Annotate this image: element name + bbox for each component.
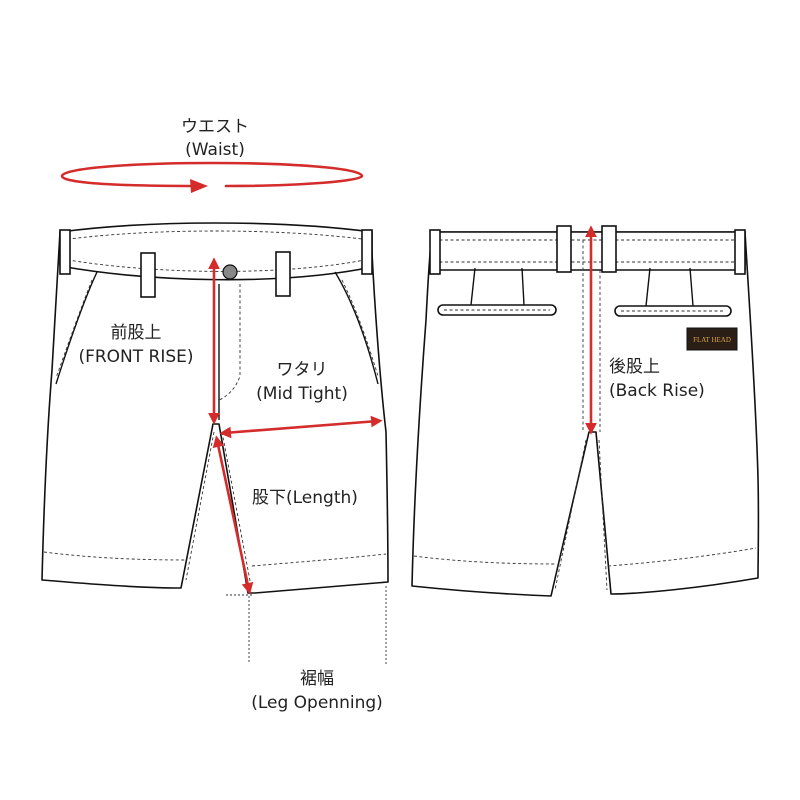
leg-opening-label-en: (Leg Openning) [251, 693, 383, 713]
back-rise-label-jp: 後股上 [609, 357, 660, 377]
inseam-length-arrow [212, 435, 254, 595]
belt-loop [59, 229, 71, 275]
waist-label-jp: ウエスト [181, 117, 249, 137]
back-rise-label-en: (Back Rise) [609, 381, 705, 401]
belt-loop [429, 229, 441, 275]
front-rise-label-en: (FRONT RISE) [78, 347, 194, 367]
belt-loop [140, 252, 156, 298]
length-label: 股下(Length) [252, 488, 358, 508]
left-pocket [55, 271, 98, 385]
belt-loop [275, 251, 291, 297]
brand-label-text: FLAT HEAD [693, 336, 731, 344]
belt-loop [361, 229, 373, 275]
mid-thigh-arrow [219, 415, 383, 439]
belt-loop [734, 229, 746, 275]
back-pocket-right [614, 267, 732, 317]
waist-measure-ellipse [60, 161, 364, 193]
back-view-shorts: FLAT HEAD [411, 225, 760, 597]
leg-opening-guides [226, 586, 387, 664]
back-waistband [431, 231, 746, 271]
front-rise-label-jp: 前股上 [110, 323, 162, 343]
brand-label-patch: FLAT HEAD [686, 327, 738, 351]
leg-opening-label-jp: 裾幅 [300, 669, 334, 689]
belt-loop [601, 225, 617, 273]
mid-thigh-label-jp: ワタリ [276, 360, 328, 380]
belt-loop [556, 225, 572, 273]
back-body [411, 231, 760, 597]
button-icon [222, 264, 238, 280]
right-pocket [334, 271, 379, 385]
waist-label-en: (Waist) [185, 140, 245, 160]
waist-arrow-head [190, 179, 208, 193]
mid-thigh-label-en: (Mid Tight) [256, 384, 348, 404]
back-pocket-left [437, 267, 557, 316]
